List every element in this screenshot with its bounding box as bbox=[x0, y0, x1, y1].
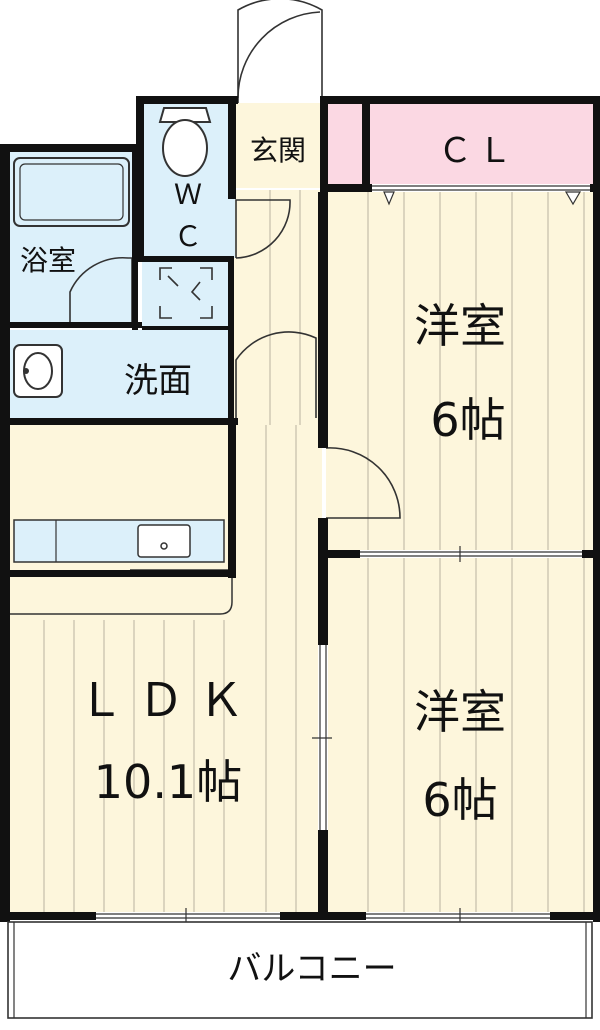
kitchen-unit bbox=[13, 519, 225, 563]
storage-fill bbox=[142, 262, 232, 328]
bedroom-south-size: 6帖 bbox=[422, 773, 497, 827]
sliding-doors bbox=[96, 184, 590, 924]
door-swings bbox=[69, 0, 401, 519]
bedroom-south-label: 洋室 bbox=[414, 685, 506, 739]
ldk-size: 10.1帖 bbox=[94, 755, 242, 809]
ldk-floor bbox=[9, 424, 322, 914]
balcony-outline bbox=[7, 921, 593, 1019]
bath-label: 浴室 bbox=[20, 244, 76, 277]
washroom-label: 洗面 bbox=[124, 361, 192, 401]
hallway-floor bbox=[230, 190, 322, 426]
bedroom-north-size: 6帖 bbox=[430, 393, 505, 447]
kitchen-sink bbox=[137, 524, 191, 558]
wood-floor-lines bbox=[43, 190, 585, 912]
washbasin bbox=[13, 344, 63, 398]
bedroom-south-floor bbox=[326, 557, 594, 914]
entrance-floor bbox=[236, 103, 324, 188]
closet-label: ＣＬ bbox=[438, 131, 518, 171]
bathtub bbox=[13, 157, 130, 227]
wc-label-w: Ｗ bbox=[174, 178, 202, 211]
bedroom-north-label: 洋室 bbox=[414, 299, 506, 353]
washing-machine-space bbox=[159, 267, 213, 319]
wc-label-c: Ｃ bbox=[174, 220, 202, 253]
ldk-label: ＬＤＫ bbox=[78, 673, 258, 727]
balcony-label: バルコニー bbox=[227, 949, 396, 989]
kitchen-counter bbox=[8, 573, 233, 615]
entrance-label: 玄関 bbox=[250, 134, 306, 167]
toilet bbox=[158, 107, 212, 177]
bedroom-north-floor bbox=[326, 192, 594, 552]
